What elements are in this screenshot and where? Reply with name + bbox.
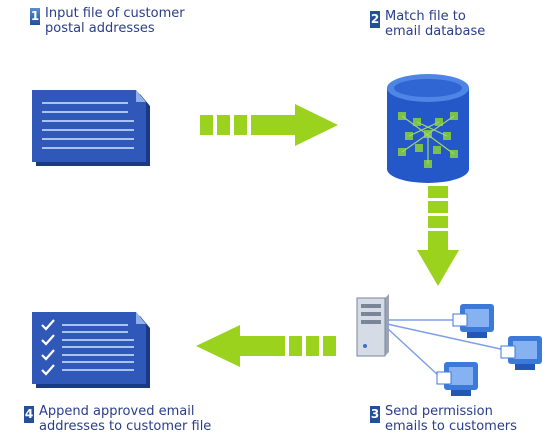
step-1: 1 Input file of customer postal addresse… [30,6,185,36]
database-icon [387,74,469,183]
arrow-down-icon [417,186,459,286]
step-2-number: 2 [370,11,380,28]
step-3: 3 Send permission emails to customers [370,404,517,434]
server-icon [356,294,389,357]
computer-icon [500,336,542,370]
step-4-number: 4 [24,406,34,423]
arrow-right-icon [200,104,338,146]
computer-icon [436,362,478,396]
step-4-text: Append approved email addresses to custo… [39,404,212,434]
send-emails-group [356,294,542,396]
step-1-number: 1 [30,8,40,25]
step-4: 4 Append approved email addresses to cus… [24,404,211,434]
step-3-text: Send permission emails to customers [385,404,517,434]
step-3-number: 3 [370,406,380,423]
computer-icon [452,304,494,338]
step-2: 2 Match file to email database [370,9,485,39]
checklist-document-icon [32,312,150,388]
step-2-text: Match file to email database [385,9,486,39]
step-1-text: Input file of customer postal addresses [45,6,185,36]
document-icon [32,90,150,166]
arrow-left-icon [196,325,336,367]
